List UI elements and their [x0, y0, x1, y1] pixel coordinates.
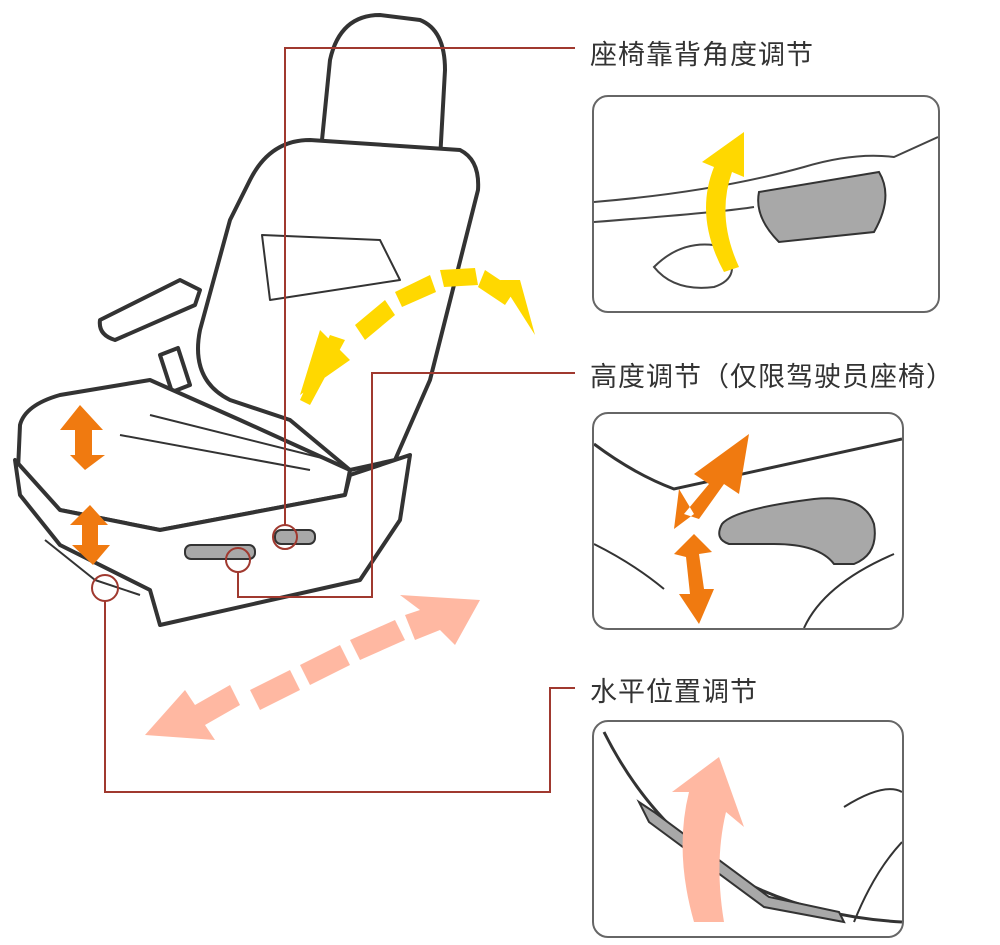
- slide-lever: [184, 544, 256, 560]
- slide-bar: [636, 799, 846, 924]
- armrest: [97, 278, 202, 342]
- height-arrows-detail: [674, 434, 749, 624]
- height-arrows: [60, 405, 110, 565]
- recline-arrow-detail: [702, 132, 744, 272]
- slide-arrow: [145, 595, 480, 740]
- recline-adjust-label: 座椅靠背角度调节: [590, 40, 814, 71]
- recline-detail-panel: [592, 95, 940, 313]
- recline-arrow: [300, 268, 535, 405]
- height-detail-panel: [592, 412, 904, 630]
- recline-lever: [757, 170, 887, 244]
- height-adjust-label: 高度调节（仅限驾驶员座椅）: [590, 362, 954, 393]
- slide-adjust-label: 水平位置调节: [590, 677, 758, 708]
- headrest: [318, 13, 447, 162]
- height-lever-detail: [718, 497, 876, 565]
- slide-detail-panel: [592, 720, 904, 938]
- seat-base: [13, 453, 412, 627]
- slide-arrow-detail: [672, 757, 744, 922]
